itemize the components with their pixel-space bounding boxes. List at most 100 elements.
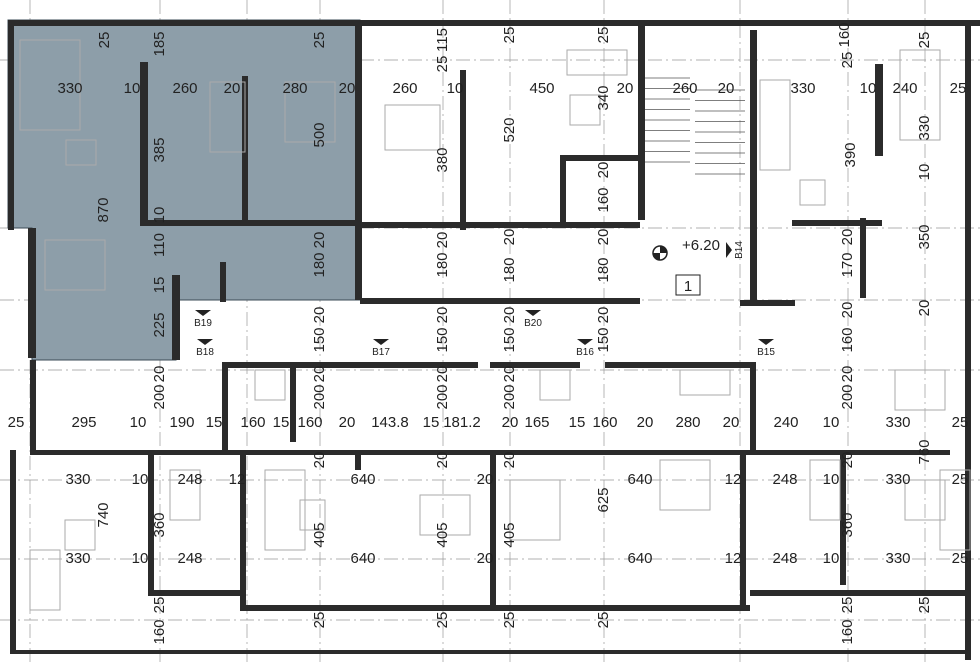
dimension-label: 20 [311, 232, 328, 249]
dimension-label: 20 [501, 307, 518, 324]
dimension-label: 15 [206, 414, 223, 431]
level-marker: +6.20 [652, 237, 720, 261]
dimension-label: 200 [839, 384, 856, 409]
walls [8, 20, 980, 660]
dimension-label: 20 [595, 229, 612, 246]
dimension-label: 20 [637, 414, 654, 431]
furniture-item [65, 139, 97, 166]
dimension-label: 240 [892, 80, 917, 97]
dimension-label: 380 [434, 147, 451, 172]
wall [750, 362, 756, 450]
dimension-label: 260 [672, 80, 697, 97]
dimension-label: 15 [569, 414, 586, 431]
dimension-label: 280 [282, 80, 307, 97]
dimension-label: 25 [916, 597, 933, 614]
wall [792, 220, 882, 226]
wall [28, 228, 36, 358]
dimension-label: 640 [627, 550, 652, 567]
furniture-item [209, 81, 246, 153]
furniture-item [799, 179, 826, 206]
furniture-item [19, 39, 81, 131]
dimension-label: 20 [339, 80, 356, 97]
dimension-label: 10 [130, 414, 147, 431]
dimension-label: 625 [595, 487, 612, 512]
section-mark-label: B18 [196, 347, 214, 358]
wall [360, 222, 640, 228]
dimension-label: 150 [501, 327, 518, 352]
dimension-label: 330 [885, 414, 910, 431]
furniture-item [284, 81, 336, 143]
dimension-label: 20 [434, 366, 451, 383]
section-arrow-icon [525, 310, 541, 316]
dimension-label: 190 [169, 414, 194, 431]
dimension-label: 20 [839, 452, 856, 469]
dimension-label: 10 [124, 80, 141, 97]
level-marker-label: +6.20 [682, 237, 720, 254]
dimension-label: 260 [392, 80, 417, 97]
dimension-label: 185 [151, 31, 168, 56]
dimension-label: 25 [839, 597, 856, 614]
dimension-label: 25 [151, 597, 168, 614]
wall [10, 450, 16, 650]
wall [140, 62, 148, 222]
wall [220, 262, 226, 302]
dimension-label: 340 [595, 85, 612, 110]
wall [222, 362, 228, 450]
dimension-label: 405 [501, 522, 518, 547]
furniture-item [264, 469, 306, 551]
dimension-label: 10 [860, 80, 877, 97]
dimension-label: 115 [434, 28, 451, 52]
dimension-label: 25 [434, 612, 451, 629]
wall [222, 362, 402, 368]
dimension-label: 240 [773, 414, 798, 431]
dimension-label: 330 [885, 471, 910, 488]
section-arrow-icon [758, 339, 774, 345]
dimension-label: 20 [224, 80, 241, 97]
section-mark-label: B14 [734, 241, 745, 259]
dimension-label: 520 [501, 117, 518, 142]
wall [140, 220, 360, 226]
dimension-label: 360 [839, 512, 856, 537]
dimension-label: 10 [823, 414, 840, 431]
dimension-label: 25 [311, 32, 328, 49]
furniture-item [894, 369, 946, 411]
dimension-label: 25 [952, 550, 969, 567]
dimension-label: 180 [311, 252, 328, 277]
section-mark-label: B16 [576, 347, 594, 358]
section-mark-b17: B17 [372, 339, 390, 358]
dimension-label: 405 [311, 522, 328, 547]
section-arrow-icon [373, 339, 389, 345]
dimension-label: 10 [823, 471, 840, 488]
dimension-label: 20 [434, 307, 451, 324]
dimension-label: 360 [151, 512, 168, 537]
dimension-label: 12 [229, 471, 246, 488]
dimension-label: 20 [502, 414, 519, 431]
dimension-label: 20 [477, 550, 494, 567]
wall [860, 218, 866, 298]
wall [355, 450, 361, 470]
dimension-label: 160 [839, 619, 856, 644]
wall [605, 362, 755, 368]
highlighted-apartment[interactable] [7, 19, 361, 361]
section-mark-b16: B16 [576, 339, 594, 358]
dimension-label: 15 [423, 414, 440, 431]
dimension-label: 25 [839, 52, 856, 69]
dimension-label: 640 [350, 471, 375, 488]
wall [638, 20, 645, 220]
section-arrow-icon [577, 339, 593, 345]
dimension-label: 20 [151, 366, 168, 383]
dimension-label: 181.2 [443, 414, 481, 431]
dimension-label: 160 [297, 414, 322, 431]
dimension-label: 20 [311, 366, 328, 383]
dimension-label: 385 [151, 137, 168, 162]
wall [148, 590, 243, 596]
dimension-label: 760 [916, 439, 933, 464]
dimension-label: 10 [447, 80, 464, 97]
wall [840, 450, 846, 585]
dimension-label: 25 [952, 471, 969, 488]
section-arrow-icon [726, 242, 732, 258]
wall [740, 450, 746, 610]
wall [460, 70, 466, 230]
wall [560, 155, 640, 161]
